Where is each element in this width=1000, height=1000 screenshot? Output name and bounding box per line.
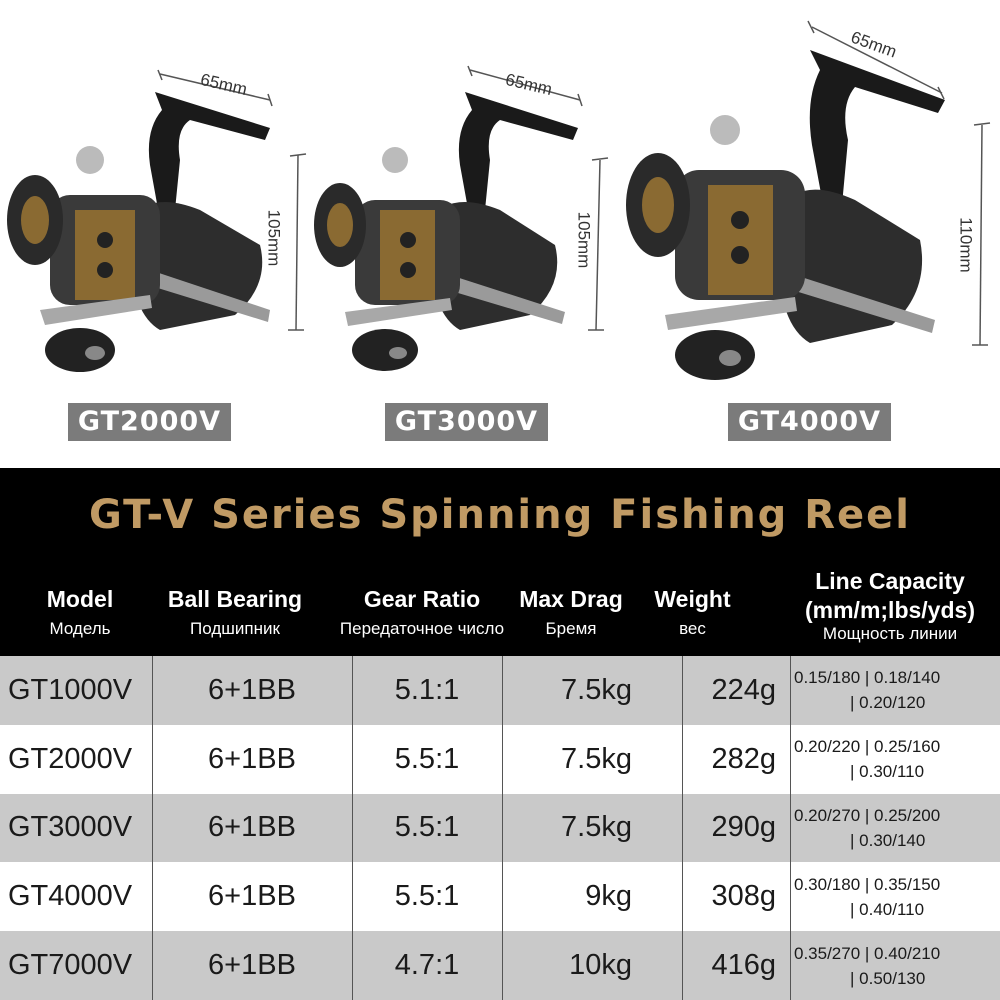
- height-dimension: 110mm: [956, 217, 976, 273]
- cell-weight: 308g: [711, 880, 776, 913]
- reel-drawing: [7, 69, 307, 372]
- header-line-capacity: Line Capacity (mm/m;lbs/yds) Мощность ли…: [805, 568, 975, 643]
- cell-gear-ratio: 5.5:1: [394, 742, 460, 775]
- cell-max-drag: 7.5kg: [561, 742, 632, 775]
- series-banner: GT-V Series Spinning Fishing Reel: [0, 468, 1000, 562]
- cell-line-capacity: 0.20/270 | 0.25/200 | 0.30/140: [794, 805, 941, 850]
- cell-gear-ratio: 5.5:1: [394, 811, 460, 844]
- cell-model: GT1000V: [8, 673, 133, 706]
- table-row: GT7000V 6+1BB 4.7:1 10kg 416g 0.35/270 |…: [0, 931, 1000, 1000]
- table-row: GT3000V 6+1BB 5.5:1 7.5kg 290g 0.20/270 …: [0, 793, 1000, 863]
- reel-drawing: [626, 20, 991, 380]
- cell-gear-ratio: 5.5:1: [394, 880, 460, 913]
- cell-model: GT2000V: [8, 742, 133, 775]
- cell-model: GT4000V: [8, 880, 133, 913]
- reel-drawing: [314, 65, 609, 371]
- cell-line-capacity: 0.35/270 | 0.40/210 | 0.50/130: [794, 943, 941, 988]
- product-label-gt3000v: GT3000V: [385, 403, 548, 441]
- header-max-drag: Max Drag Бремя: [519, 586, 623, 638]
- cell-line-capacity: 0.20/220 | 0.25/160 | 0.30/110: [794, 737, 941, 782]
- cell-max-drag: 10kg: [569, 949, 632, 982]
- cell-gear-ratio: 5.1:1: [394, 673, 460, 706]
- header-model: Model Модель: [46, 586, 114, 638]
- product-gallery: 65mm 105mm 65mm 105mm: [0, 0, 1000, 468]
- product-label-gt4000v: GT4000V: [728, 403, 891, 441]
- header-gear-ratio: Gear Ratio Передаточное число: [339, 586, 505, 638]
- cell-model: GT7000V: [8, 949, 133, 982]
- cell-ball-bearing: 6+1BB: [208, 673, 296, 706]
- cell-ball-bearing: 6+1BB: [208, 811, 296, 844]
- column-divider: [152, 656, 153, 1000]
- cell-weight: 290g: [711, 811, 776, 844]
- height-dimension: 105mm: [264, 209, 284, 267]
- table-row: GT1000V 6+1BB 5.1:1 7.5kg 224g 0.15/180 …: [0, 656, 1000, 725]
- cell-max-drag: 7.5kg: [561, 673, 632, 706]
- product-label-gt2000v: GT2000V: [68, 403, 231, 441]
- reel-image-gt2000v: 65mm 105mm: [0, 69, 310, 390]
- column-divider: [682, 656, 683, 1000]
- spec-table-body: GT1000V 6+1BB 5.1:1 7.5kg 224g 0.15/180 …: [0, 656, 1000, 1000]
- cell-weight: 224g: [711, 673, 776, 706]
- cell-ball-bearing: 6+1BB: [208, 949, 296, 982]
- cell-line-capacity: 0.15/180 | 0.18/140 | 0.20/120: [794, 668, 941, 713]
- column-divider: [790, 656, 791, 1000]
- table-row: GT4000V 6+1BB 5.5:1 9kg 308g 0.30/180 | …: [0, 862, 1000, 932]
- cell-model: GT3000V: [8, 811, 133, 844]
- cell-weight: 282g: [711, 742, 776, 775]
- table-row: GT2000V 6+1BB 5.5:1 7.5kg 282g 0.20/220 …: [0, 724, 1000, 794]
- cell-gear-ratio: 4.7:1: [394, 949, 460, 982]
- header-weight: Weight вес: [654, 586, 731, 638]
- cell-ball-bearing: 6+1BB: [208, 742, 296, 775]
- cell-ball-bearing: 6+1BB: [208, 880, 296, 913]
- reel-image-gt4000v: 65mm 110mm: [620, 20, 1000, 395]
- cell-max-drag: 9kg: [585, 880, 632, 913]
- cell-max-drag: 7.5kg: [561, 811, 632, 844]
- cell-weight: 416g: [711, 949, 776, 982]
- series-title: GT-V Series Spinning Fishing Reel: [88, 492, 912, 538]
- reel-image-gt3000v: 65mm 105mm: [300, 65, 610, 390]
- height-dimension: 105mm: [574, 211, 594, 269]
- spec-table-header: Model Модель Ball Bearing Подшипник Gear…: [0, 562, 1000, 656]
- column-divider: [352, 656, 353, 1000]
- cell-line-capacity: 0.30/180 | 0.35/150 | 0.40/110: [794, 874, 941, 919]
- header-ball-bearing: Ball Bearing Подшипник: [167, 586, 303, 638]
- column-divider: [502, 656, 503, 1000]
